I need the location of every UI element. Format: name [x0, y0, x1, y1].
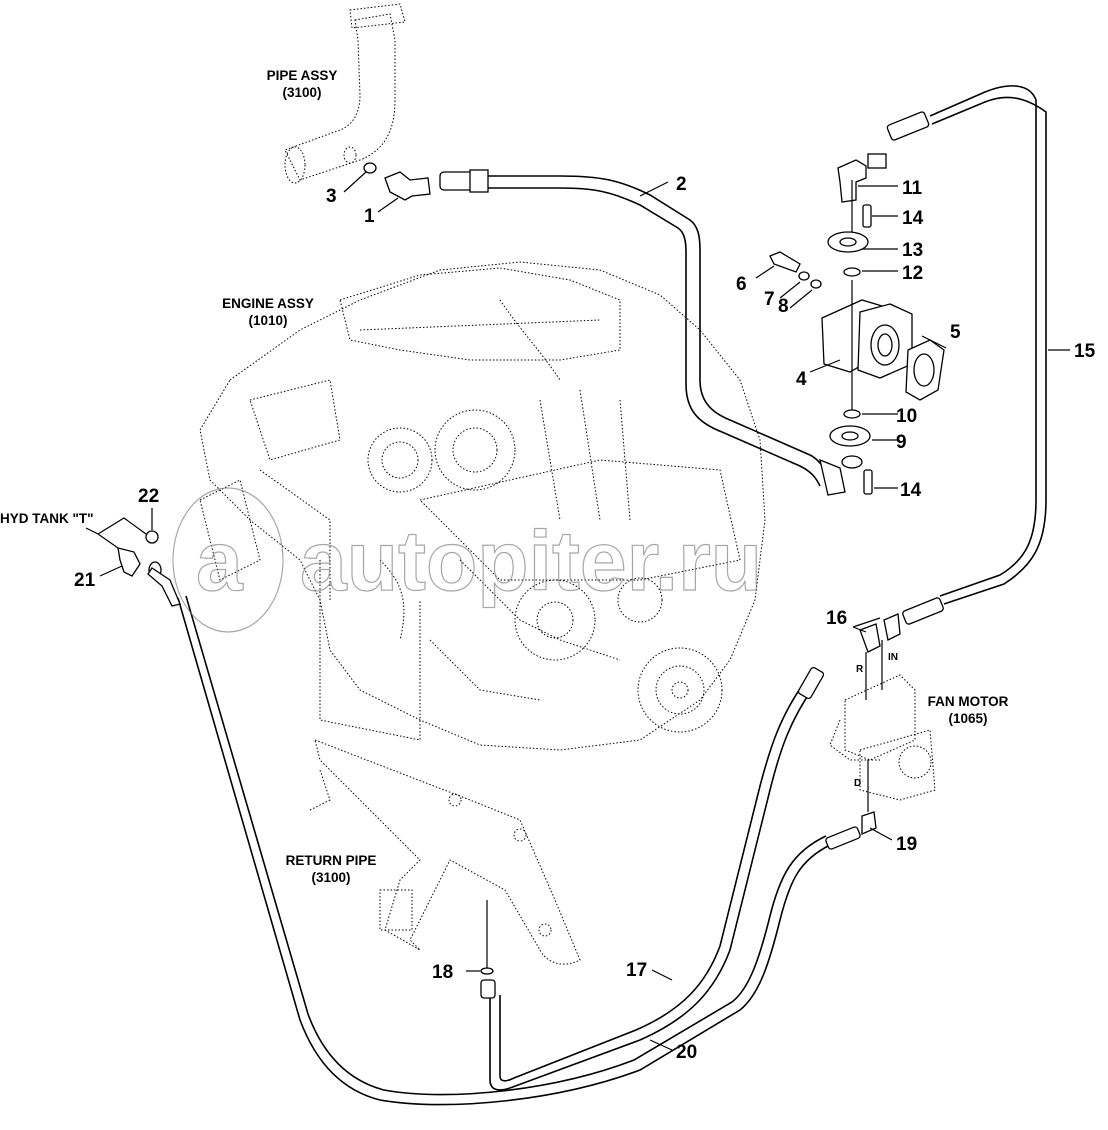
- port-labels: R IN D: [854, 652, 898, 789]
- hose-20: [177, 595, 831, 1106]
- o-ring-12: [843, 267, 861, 277]
- engine-assy-label: ENGINE ASSY: [222, 296, 314, 311]
- pipe-assy-drawing: [284, 3, 406, 184]
- callout-6: 6: [736, 274, 747, 295]
- hose-17-end-fitting: [480, 979, 496, 999]
- gasket-5: [905, 339, 945, 401]
- callout-10: 10: [896, 406, 917, 427]
- watermark: a autopiter.ru: [172, 487, 763, 633]
- callout-3: 3: [326, 186, 337, 207]
- fan-motor-label: FAN MOTOR: [928, 694, 1009, 709]
- elbow-fitting-16b: [883, 613, 901, 641]
- port-label-return: R: [856, 664, 864, 675]
- callout-14-lower: 14: [900, 480, 922, 501]
- hose-15-end-fitting: [886, 111, 930, 141]
- callout-19: 19: [896, 834, 917, 855]
- callout-20: 20: [676, 1042, 697, 1063]
- bolt-14: [862, 204, 872, 228]
- callout-21: 21: [74, 570, 96, 591]
- callout-15: 15: [1074, 341, 1096, 362]
- plug-22: [145, 530, 159, 544]
- bolt-6: [769, 251, 801, 273]
- reference-labels: PIPE ASSY (3100) ENGINE ASSY (1010) RETU…: [0, 68, 1009, 885]
- engine-assembly-drawing: [199, 261, 766, 751]
- callout-4: 4: [796, 369, 807, 390]
- fan-motor-drawing: [829, 674, 936, 801]
- engine-assy-code: (1010): [248, 313, 287, 328]
- watermark-logo-icon: [172, 487, 284, 633]
- leader-lines: [85, 171, 1070, 1051]
- return-pipe-label: RETURN PIPE: [286, 853, 377, 868]
- elbow-fitting-19: [861, 811, 877, 835]
- callout-5: 5: [950, 322, 961, 343]
- port-label-inlet: IN: [888, 652, 898, 663]
- hydraulic-pump-4: [821, 299, 913, 379]
- callout-14-upper: 14: [902, 208, 924, 229]
- elbow-fitting-16a: [859, 623, 881, 653]
- callout-9: 9: [896, 432, 907, 453]
- callout-1: 1: [364, 206, 375, 227]
- callout-16: 16: [826, 608, 847, 629]
- return-pipe-code: (3100): [311, 870, 350, 885]
- return-pipe-drawing: [309, 739, 581, 965]
- washer-8: [810, 279, 822, 289]
- callout-2: 2: [676, 174, 687, 195]
- callouts: 1 2 3 4 5 6 7 8 9 10 11 12 13 14 14 15 1…: [74, 174, 1096, 1063]
- o-ring-10: [843, 409, 861, 419]
- elbow-fitting-1: [384, 171, 431, 201]
- callout-17: 17: [626, 960, 647, 981]
- pipe-assy-label: PIPE ASSY: [267, 68, 338, 83]
- callout-13: 13: [902, 240, 923, 261]
- callout-12: 12: [902, 263, 923, 284]
- fan-motor-code: (1065): [948, 711, 987, 726]
- callout-7: 7: [764, 289, 775, 310]
- bolt-14-lower: [863, 469, 873, 495]
- callout-11: 11: [902, 178, 923, 199]
- washer-7: [798, 271, 810, 281]
- o-ring-3: [363, 162, 377, 174]
- callout-8: 8: [778, 296, 789, 317]
- hose-17: [489, 679, 816, 1091]
- hose-15: [929, 85, 1047, 605]
- hyd-tank-label: HYD TANK "T": [0, 511, 94, 526]
- watermark-logo-letter: a: [196, 514, 244, 608]
- callout-22: 22: [138, 486, 159, 507]
- callout-18: 18: [432, 962, 453, 983]
- pipe-assy-code: (3100): [282, 85, 321, 100]
- watermark-text: autopiter.ru: [300, 514, 762, 608]
- fittings: [117, 111, 945, 999]
- tee-fitting-21: [117, 547, 141, 577]
- port-label-drain: D: [854, 778, 861, 789]
- hose-2: [480, 175, 831, 487]
- o-ring-18: [480, 967, 494, 975]
